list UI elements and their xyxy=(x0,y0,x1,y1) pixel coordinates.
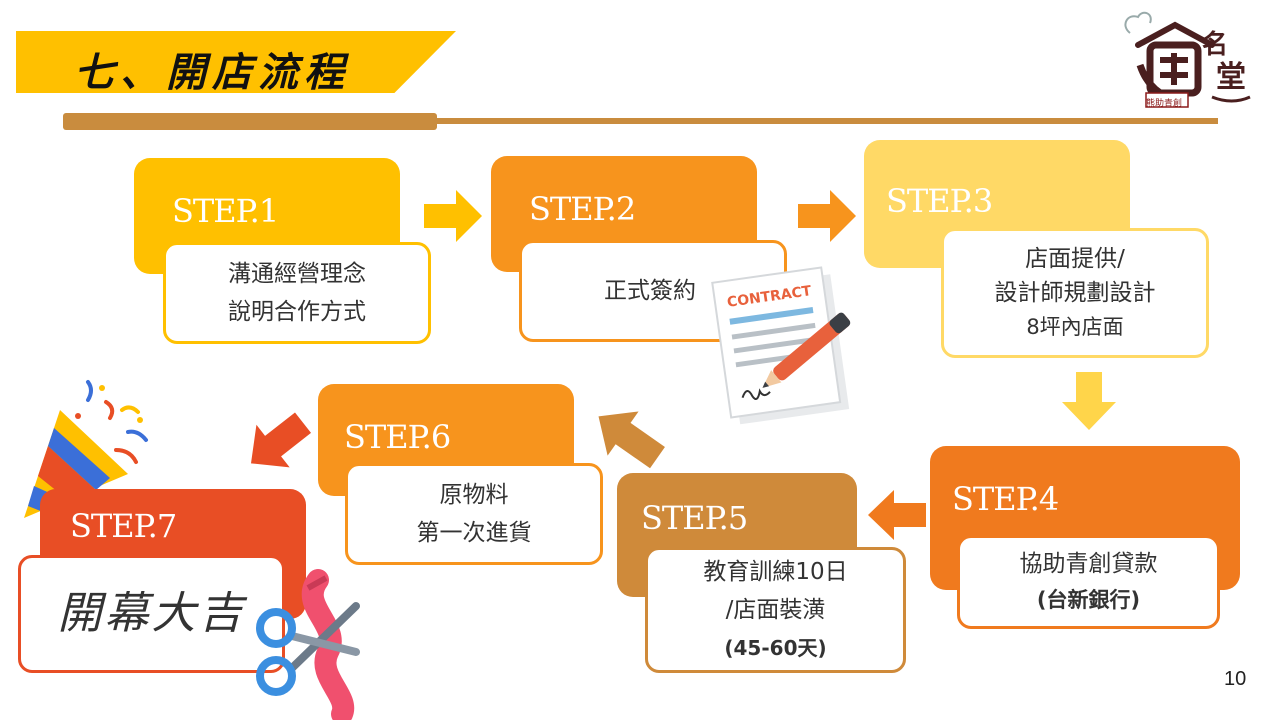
step-3-line-2: 設計師規劃設計 xyxy=(994,280,1156,306)
step-1-box: 溝通經營理念 說明合作方式 xyxy=(163,242,431,344)
arrow-down-icon xyxy=(1062,372,1116,430)
step-1-label: STEP.1 xyxy=(172,192,279,230)
step-2-line-1: 正式簽約 xyxy=(604,278,696,304)
step-3-line-1: 店面提供/ xyxy=(1025,246,1125,272)
page-title: 七、開店流程 xyxy=(74,50,350,96)
svg-text:名: 名 xyxy=(1202,29,1228,60)
step-1-line-1: 溝通經營理念 xyxy=(228,261,366,287)
step-6-line-2: 第一次進貨 xyxy=(416,520,532,546)
page-number: 10 xyxy=(1224,668,1247,690)
step-5-line-2: /店面裝潢 xyxy=(725,597,826,623)
step-5-box: 教育訓練10日 /店面裝潢 (45-60天) xyxy=(645,547,906,673)
step-1-line-2: 說明合作方式 xyxy=(228,299,366,325)
title-underline-thick xyxy=(63,113,437,130)
arrow-left-icon xyxy=(868,490,926,540)
brand-logo-icon: 名 堂 xyxy=(1124,11,1251,108)
logo-subtitle: 熊助青創 xyxy=(1146,99,1183,109)
step-6-box: 原物料 第一次進貨 xyxy=(345,463,603,565)
step-5-line-1: 教育訓練10日 xyxy=(703,559,848,585)
step-3-box: 店面提供/ 設計師規劃設計 8坪內店面 xyxy=(941,228,1209,358)
step-3-line-3: 8坪內店面 xyxy=(1026,315,1124,339)
arrow-left-icon xyxy=(250,412,312,468)
arrow-right-icon xyxy=(798,190,856,242)
step-7-label: STEP.7 xyxy=(70,507,177,545)
arrow-right-icon xyxy=(424,190,482,242)
svg-text:堂: 堂 xyxy=(1216,60,1246,95)
step-4-line-1: 協助青創貸款 xyxy=(1019,551,1158,577)
step-6-line-1: 原物料 xyxy=(439,482,509,508)
step-5-label: STEP.5 xyxy=(641,499,748,537)
arrow-left-icon xyxy=(598,411,665,469)
step-4-box: 協助青創貸款 (台新銀行) xyxy=(957,535,1220,629)
step-7-box: 開幕大吉 xyxy=(18,555,285,673)
step-5-line-3: (45-60天) xyxy=(724,636,827,660)
scissors-ribbon-icon xyxy=(256,569,360,720)
step-4-label: STEP.4 xyxy=(952,480,1059,518)
step-6-label: STEP.6 xyxy=(344,418,451,456)
contract-icon: CONTRACT xyxy=(711,266,851,425)
step-3-label: STEP.3 xyxy=(886,182,993,220)
step-7-line-1: 開幕大吉 xyxy=(57,588,246,639)
title-banner xyxy=(16,31,456,93)
step-2-label: STEP.2 xyxy=(529,190,636,228)
step-4-line-2: (台新銀行) xyxy=(1036,588,1141,612)
title-underline-thin xyxy=(436,118,1218,124)
